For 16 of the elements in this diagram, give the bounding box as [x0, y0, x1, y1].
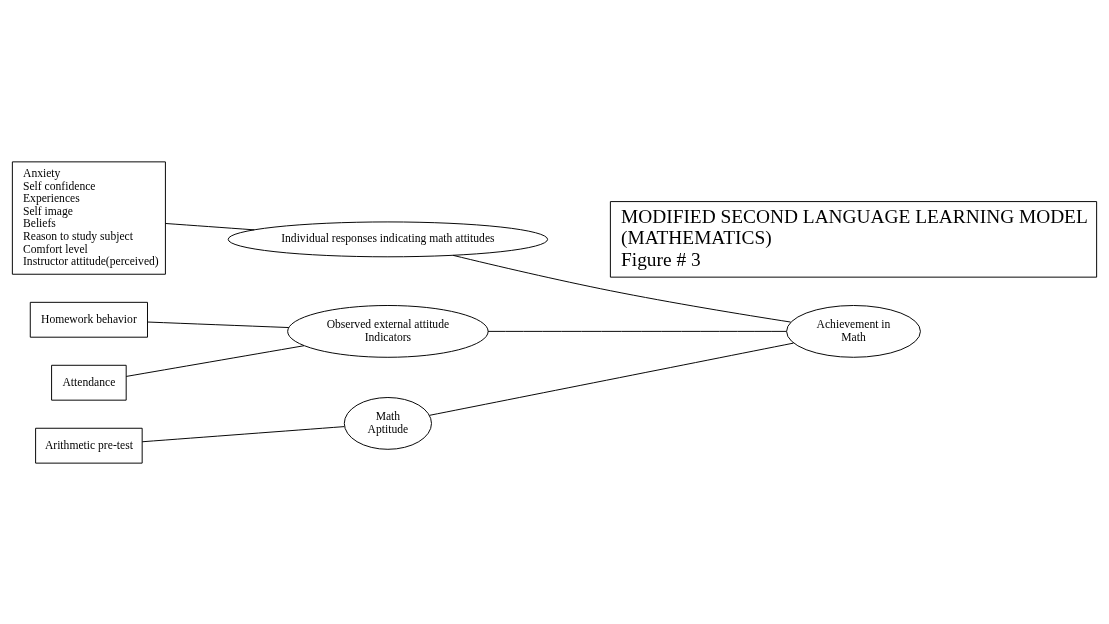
node-box: Attendance [51, 364, 127, 401]
connector [147, 321, 290, 328]
connector [165, 222, 255, 230]
connector [487, 330, 787, 332]
connector [452, 254, 792, 323]
node-box: Arithmetic pre-test [35, 427, 143, 464]
node-box: MODIFIED SECOND LANGUAGE LEARNING MODEL (MATHEMATICS) Figure # 3 [609, 200, 1098, 278]
connector [141, 425, 345, 442]
node-ellipse: Math Aptitude [343, 396, 432, 450]
node-box: Homework behavior [29, 301, 148, 338]
node-box: Anxiety Self confidence Experiences Self image Beliefs Reason to study subject Comfort level Instructor attitude(perceived) [11, 160, 166, 275]
connector [125, 344, 305, 377]
connector [429, 342, 794, 416]
node-ellipse: Achievement in Math [786, 304, 921, 358]
node-ellipse: Observed external attitude Indicators [287, 304, 489, 358]
node-ellipse: Individual responses indicating math attitudes [227, 220, 549, 257]
